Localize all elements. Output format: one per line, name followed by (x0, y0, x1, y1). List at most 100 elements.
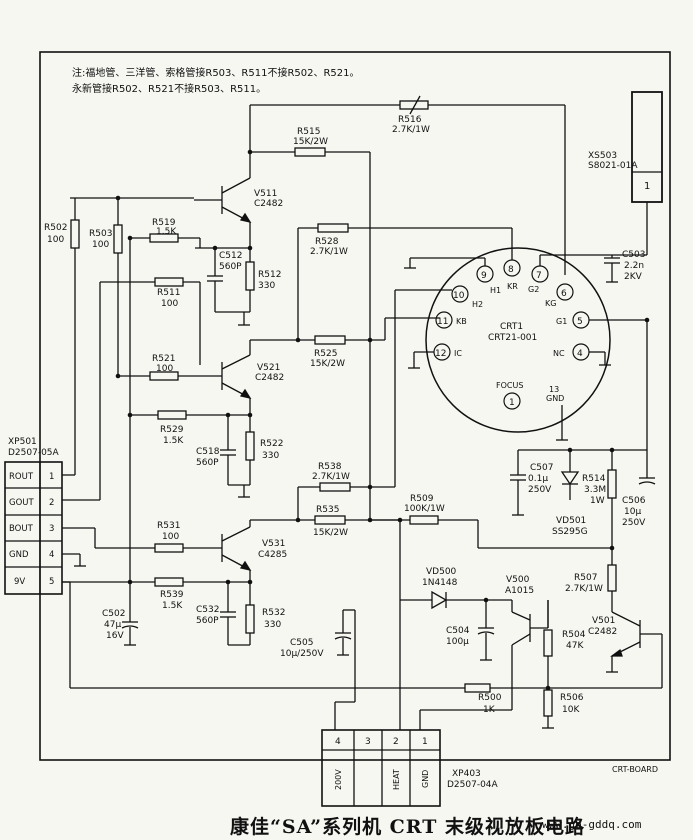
r514-ref: R514 (582, 474, 606, 484)
crt-pin-6-num: 6 (561, 289, 567, 299)
v511-ref: V511 (254, 189, 277, 199)
r504-val: 47K (566, 641, 584, 651)
xp501-part: D2507-05A (8, 448, 60, 458)
r531-val: 100 (162, 532, 179, 542)
c506-val2: 250V (622, 518, 646, 528)
c502-val: 47μ (104, 620, 121, 630)
r519-val: 1.5K (156, 227, 177, 237)
r506-val: 10K (562, 705, 580, 715)
crt-pin-1-num: 1 (509, 398, 515, 408)
r512-ref: R512 (258, 270, 281, 280)
c505-val: 10μ/250V (280, 649, 324, 659)
resistor-r514 (607, 450, 617, 565)
crt-label-g1: G1 (556, 317, 567, 326)
c518-ref: C518 (196, 447, 220, 457)
crt-label-13: 13 (549, 385, 559, 394)
r500-ref: R500 (478, 693, 502, 703)
capacitor-c532 (220, 582, 236, 645)
xp403-part: D2507-04A (447, 780, 499, 790)
xp403-num4: 4 (335, 737, 341, 747)
crt-pin-10-num: 10 (453, 291, 465, 301)
crt-pin-6 (556, 283, 574, 301)
resistor-r512 (215, 248, 255, 326)
diode-vd501 (560, 450, 580, 500)
crt-label-gnd: GND (546, 394, 564, 403)
r503-ref: R503 (89, 229, 112, 239)
xp501-pin3-label: BOUT (9, 524, 34, 534)
c507-val2: 250V (528, 485, 552, 495)
c532-val: 560P (196, 616, 219, 626)
c503-val: 2.2n (624, 261, 644, 271)
r538-ref: R538 (318, 462, 342, 472)
board-outline (39, 51, 671, 761)
r514-val2: 1W (590, 496, 605, 506)
vd501-ref: VD501 (556, 516, 586, 526)
capacitor-c518 (220, 415, 236, 485)
resistor-r519 (130, 233, 201, 248)
v521-ref: V521 (257, 363, 280, 373)
crt-pin-11 (435, 311, 453, 329)
resistor-r531 (62, 527, 222, 553)
capacitor-c504 (477, 600, 495, 661)
r535-val: 15K/2W (313, 528, 348, 538)
crt-part: CRT21-001 (488, 333, 537, 343)
xp501-pin2-label: GOUT (9, 498, 34, 508)
xp501-pin4-num: 4 (49, 550, 54, 560)
transistor-v531 (221, 520, 252, 571)
transistor-v521 (221, 339, 298, 399)
resistor-r511 (100, 277, 201, 365)
r519-ref: R519 (152, 218, 176, 228)
c512-ref: C512 (219, 251, 242, 261)
crt-pin-5-num: 5 (577, 317, 583, 327)
r516-ref: R516 (398, 115, 422, 125)
r502-ref: R502 (44, 223, 67, 233)
r511-ref: R511 (157, 288, 180, 298)
diode-vd500 (399, 520, 512, 610)
r535-ref: R535 (316, 505, 339, 515)
c502-ref: C502 (102, 609, 125, 619)
r506-ref: R506 (560, 693, 584, 703)
xs503-part: S8021-01A (588, 161, 638, 171)
r515-val: 15K/2W (293, 137, 328, 147)
r531-ref: R531 (157, 521, 180, 531)
capacitor-c505 (334, 609, 355, 656)
r522-val: 330 (262, 451, 279, 461)
r522-ref: R522 (260, 439, 283, 449)
c503-ref: C503 (622, 250, 645, 260)
r504-ref: R504 (562, 630, 586, 640)
crt-label-kg: KG (545, 299, 556, 308)
c507-ref: C507 (530, 463, 553, 473)
crt-pin-4-num: 4 (577, 349, 583, 359)
crt-pin-9-num: 9 (481, 271, 487, 281)
c507-val: 0.1μ (528, 474, 548, 484)
crt-pin-12-num: 12 (435, 349, 446, 359)
r539-val: 1.5K (162, 601, 183, 611)
resistor-r529 (157, 410, 250, 420)
xp501-pin1-label: ROUT (9, 472, 34, 482)
capacitor-c502 (121, 598, 139, 646)
crt-pin-11-num: 11 (437, 317, 448, 327)
r514-val: 3.3M (584, 485, 606, 495)
resistor-r503 (113, 198, 123, 282)
r516-val: 2.7K/1W (392, 125, 430, 135)
diagram-caption: 康佳“SA”系列机 CRT 末级视放板电路 (230, 816, 586, 838)
r507-ref: R507 (574, 573, 597, 583)
v500-val: A1015 (505, 586, 534, 596)
r511-val: 100 (161, 299, 178, 309)
xp403-label-gnd: GND (421, 770, 430, 788)
capacitor-c503 (604, 257, 620, 283)
resistor-r504 (543, 600, 553, 688)
r528-val: 2.7K/1W (310, 247, 348, 257)
v511-val: C2482 (254, 199, 283, 209)
xp403-ref: XP403 (452, 769, 481, 779)
vd500-val: 1N4148 (422, 578, 458, 588)
xs503-connector: 1 (631, 91, 663, 255)
crt-socket (425, 247, 611, 433)
xp501-pin5-num: 5 (49, 577, 54, 587)
xs503-ref: XS503 (588, 151, 617, 161)
resistor-r539 (62, 577, 250, 587)
xp403-num3: 3 (365, 737, 371, 747)
vd501-val: SS295G (552, 527, 588, 537)
resistor-r500 (464, 683, 491, 693)
r512-val: 330 (258, 281, 275, 291)
